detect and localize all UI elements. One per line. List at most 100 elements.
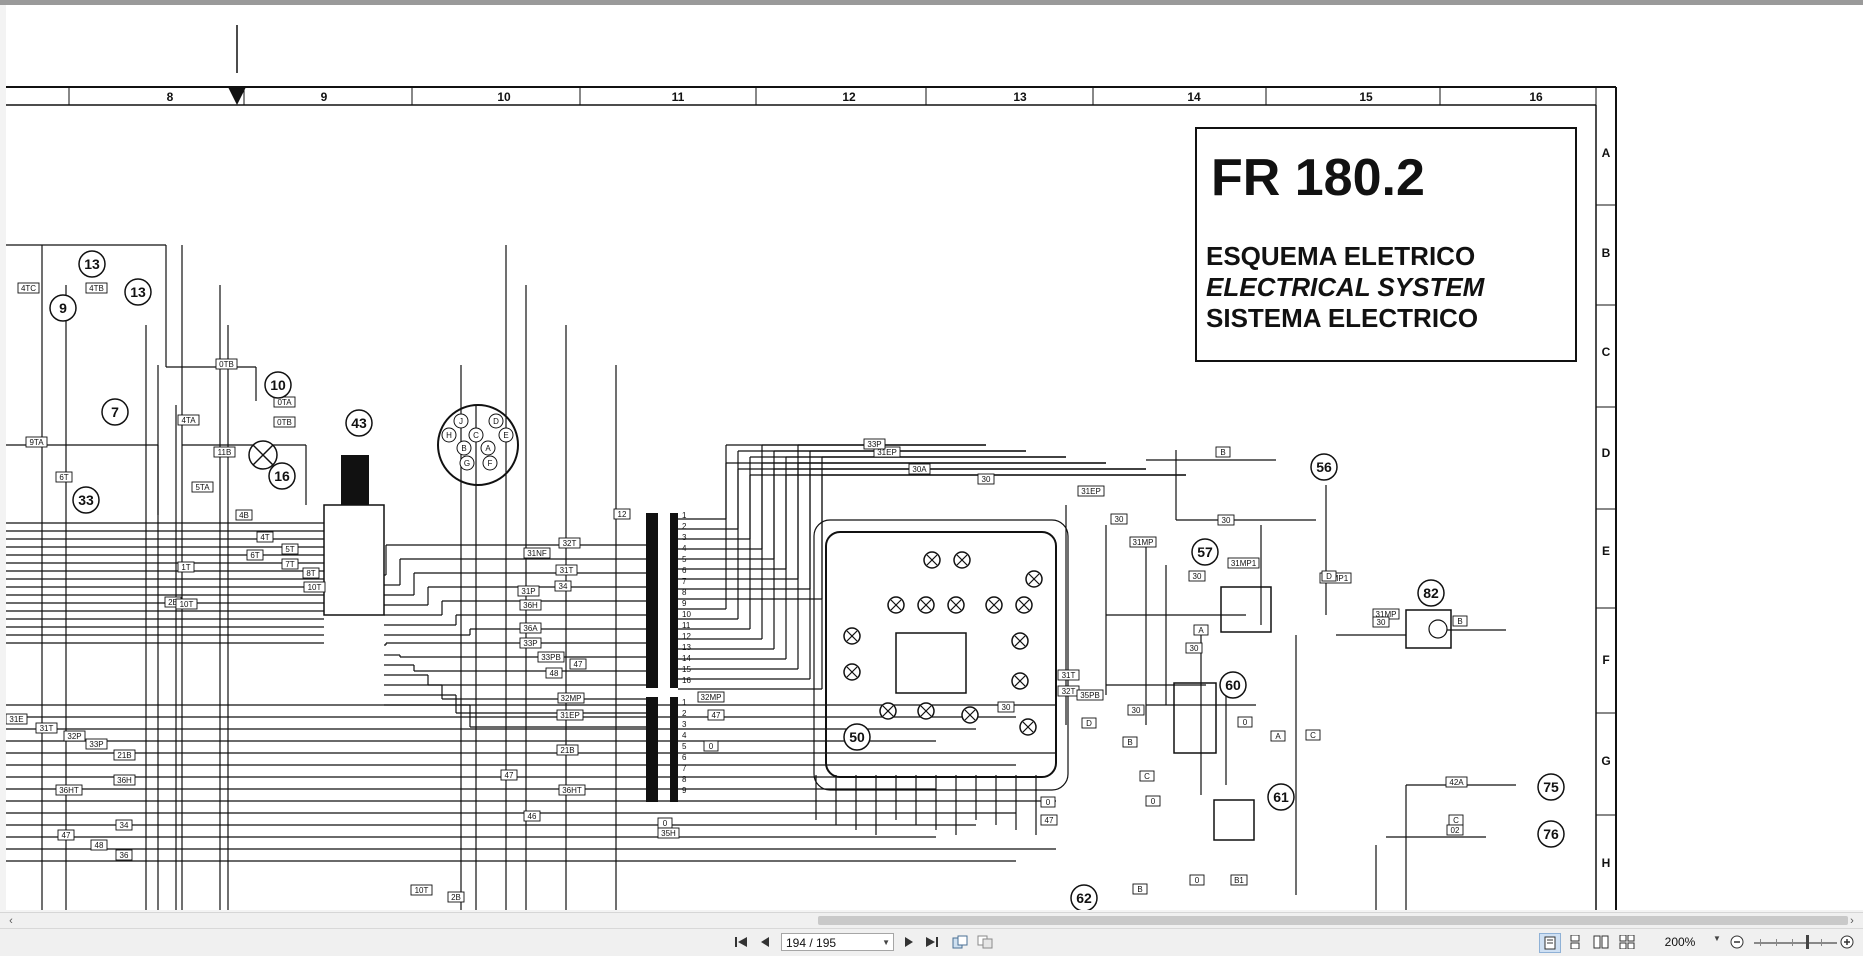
grid-row-label: G xyxy=(1601,754,1610,768)
wire-tag xyxy=(25,436,48,448)
wire-tag xyxy=(273,416,296,428)
next-page-icon[interactable] xyxy=(899,933,919,951)
component-number-circle xyxy=(124,278,152,306)
wire-tag xyxy=(1193,624,1209,636)
harness-pin-number: 7 xyxy=(682,764,687,773)
wire-tag-label: 4TB xyxy=(89,284,104,293)
component-number: 62 xyxy=(1076,890,1092,906)
wire-tag-label: 31MP xyxy=(1376,610,1397,619)
chevron-down-icon[interactable]: ▼ xyxy=(882,938,890,947)
wire-tag-label: C xyxy=(1310,731,1316,740)
wire-tag-label: 0 xyxy=(1243,718,1248,727)
scroll-right-arrow-icon[interactable]: › xyxy=(1850,915,1854,927)
wire-tag-label: 30 xyxy=(1002,703,1011,712)
wire-tag-label: 42A xyxy=(1449,778,1464,787)
component-number: 13 xyxy=(84,256,100,272)
wire-tag xyxy=(908,463,931,475)
wire-tag xyxy=(90,839,108,851)
wire-tag-label: 31MP1 xyxy=(1231,559,1257,568)
harness-pin-number: 1 xyxy=(682,511,687,520)
zoom-tick xyxy=(1792,939,1793,946)
wire-tag xyxy=(555,564,578,576)
grid-column-label: 12 xyxy=(842,90,856,104)
wire-tag xyxy=(1132,883,1148,895)
harness-pin-number: 1 xyxy=(682,698,687,707)
page-number-field[interactable]: 194 / 195 ▼ xyxy=(781,933,894,951)
component-number: 16 xyxy=(274,468,290,484)
page-indicator: 194 / 195 xyxy=(786,936,837,950)
zoom-slider-handle[interactable] xyxy=(1806,935,1809,949)
wire-tag xyxy=(558,784,586,796)
component-number-circle xyxy=(1310,453,1338,481)
first-page-icon[interactable] xyxy=(731,933,751,951)
connector-pin xyxy=(498,427,514,443)
harness-pin-number: 5 xyxy=(682,742,687,751)
zoom-tick xyxy=(1776,939,1777,946)
wire-tag xyxy=(697,691,725,703)
wire-tag xyxy=(1185,642,1203,654)
connector-pin xyxy=(468,427,484,443)
continuous-view-icon[interactable] xyxy=(1565,933,1585,951)
scroll-left-arrow-icon[interactable]: ‹ xyxy=(9,915,13,927)
component-number-circle xyxy=(268,462,296,490)
wire-tag-label: 21B xyxy=(560,746,574,755)
wire-tag xyxy=(1076,689,1104,701)
wire-tag xyxy=(977,473,995,485)
connector-pin xyxy=(488,413,504,429)
zoom-slider[interactable] xyxy=(1754,942,1837,944)
wire-tag xyxy=(215,358,238,370)
zoom-level[interactable]: 200% xyxy=(1664,935,1696,949)
harness-pin-number: 16 xyxy=(682,676,691,685)
horizontal-scrollbar[interactable]: ‹ › xyxy=(0,912,1863,929)
wire-tag xyxy=(1321,570,1337,582)
wire-tag xyxy=(1215,446,1231,458)
harness-pin-number: 11 xyxy=(682,621,691,630)
wire-tag-label: 32MP xyxy=(561,694,582,703)
wire-tag xyxy=(1077,485,1105,497)
zoom-in-icon[interactable] xyxy=(1837,933,1857,951)
connector-pin-label: E xyxy=(503,431,508,440)
continuous-facing-view-icon[interactable] xyxy=(1617,933,1637,951)
wire-tag xyxy=(517,585,540,597)
wire-tag xyxy=(1230,874,1248,886)
wire-tag xyxy=(873,446,901,458)
chevron-down-icon[interactable]: ▼ xyxy=(1713,934,1721,943)
harness-pin-number: 6 xyxy=(682,753,687,762)
wire-tag xyxy=(1189,874,1205,886)
connector-pin-label: F xyxy=(488,459,493,468)
grid-row-label: E xyxy=(1602,544,1610,558)
wire-tag xyxy=(1145,795,1161,807)
previous-view-icon[interactable] xyxy=(950,933,970,951)
wire-tag xyxy=(55,471,73,483)
next-view-icon[interactable] xyxy=(975,933,995,951)
wire-tag xyxy=(1227,557,1260,569)
wire-tag xyxy=(1445,776,1468,788)
last-page-icon[interactable] xyxy=(922,933,942,951)
grid-row-label: H xyxy=(1602,856,1611,870)
single-page-view-icon[interactable] xyxy=(1539,933,1561,953)
wire-tag xyxy=(569,658,587,670)
harness-pin-number: 9 xyxy=(682,786,687,795)
wire-tag-label: 48 xyxy=(550,669,559,678)
wire-tag xyxy=(997,701,1015,713)
wire-tag-label: 47 xyxy=(1045,816,1054,825)
horizontal-scroll-thumb[interactable] xyxy=(818,916,1848,925)
zoom-tick xyxy=(1821,939,1822,946)
connector-pin xyxy=(480,440,496,456)
wire-tag xyxy=(177,414,200,426)
wire-tag xyxy=(213,446,236,458)
wire-tag xyxy=(519,599,542,611)
wire-tag xyxy=(1110,513,1128,525)
component-number: 75 xyxy=(1543,779,1559,795)
wire-tag-label: A xyxy=(1275,732,1281,741)
wire-tag-label: 8T xyxy=(306,569,315,578)
component-number-circle xyxy=(1070,884,1098,910)
facing-view-icon[interactable] xyxy=(1591,933,1611,951)
wire-tag-label: 2B xyxy=(451,893,461,902)
zoom-out-icon[interactable] xyxy=(1727,933,1747,951)
prev-page-icon[interactable] xyxy=(755,933,775,951)
connector-pin xyxy=(459,455,475,471)
wire-tag xyxy=(17,282,40,294)
harness-pin-number: 2 xyxy=(682,522,687,531)
harness-pin-number: 12 xyxy=(682,632,691,641)
